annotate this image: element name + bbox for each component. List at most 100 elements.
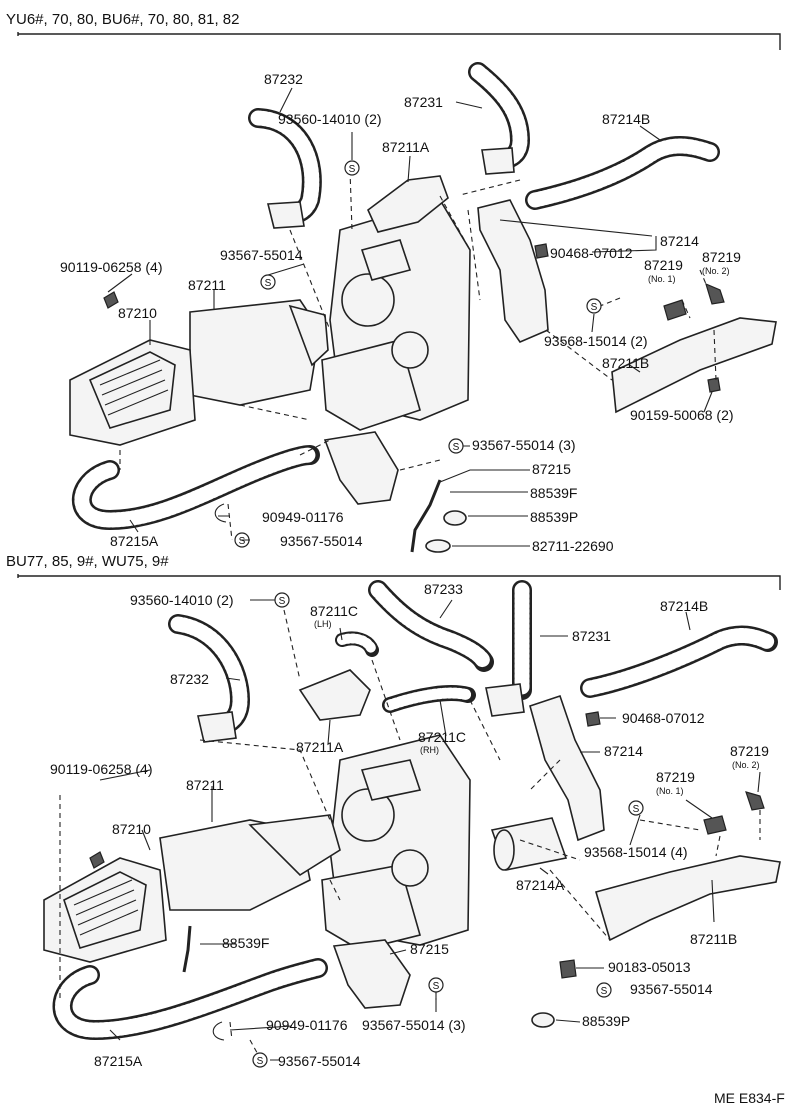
top-symbol-s-1: S: [344, 160, 360, 176]
bottom-symbol-s-1: S: [274, 592, 290, 608]
svg-text:S: S: [453, 442, 460, 453]
bottom-90468-bolt: [585, 711, 601, 727]
top-blower-housing: [321, 199, 471, 431]
top-label-87231: 87231: [404, 94, 443, 110]
bottom-label-87211B: 87211B: [690, 931, 737, 947]
svg-text:S: S: [601, 986, 608, 997]
bottom-symbol-s-5: S: [252, 1052, 268, 1068]
top-label-87219-no2: 87219: [702, 249, 741, 265]
top-label-87211B: 87211B: [602, 355, 649, 371]
top-label-90949: 90949-01176: [262, 509, 344, 525]
bottom-87231-hose: [485, 580, 532, 717]
top-90949-clip: [214, 503, 227, 523]
bottom-87211A-duct: [298, 669, 371, 721]
top-label-90159: 90159-50068 (2): [630, 407, 734, 423]
top-88539P-grommet: [443, 510, 467, 526]
bottom-label-88539F: 88539F: [222, 935, 269, 951]
top-leader-lines: [107, 87, 713, 547]
top-label-87215: 87215: [532, 461, 571, 477]
bottom-label-93567c: 93567-55014: [278, 1053, 361, 1069]
top-label-87232: 87232: [264, 71, 303, 87]
top-87215-duct: [323, 431, 399, 505]
bottom-87233-hose: [368, 580, 494, 672]
top-82711-clip: [425, 539, 451, 553]
bottom-label-87215: 87215: [410, 941, 449, 957]
top-label-87211: 87211: [188, 277, 226, 293]
top-label-87219-no1: 87219: [644, 257, 683, 273]
top-87214B-hose: [525, 136, 720, 210]
footer-drawing-code: ME E834-F: [714, 1090, 785, 1106]
bottom-leader-lines: [99, 599, 761, 1061]
bottom-88539F-pipe: [182, 925, 192, 973]
bottom-blower-housing: [321, 734, 471, 951]
svg-text:S: S: [239, 536, 246, 547]
svg-text:S: S: [257, 1056, 264, 1067]
bottom-90183-clip: [559, 959, 577, 979]
top-87219-no1-bracket: [663, 299, 687, 321]
top-label-87215A: 87215A: [110, 533, 159, 549]
top-label-90468: 90468-07012: [550, 245, 633, 261]
top-87211-case: [189, 299, 329, 406]
bottom-87232-hose: [168, 614, 251, 743]
top-label-82711: 82711-22690: [532, 538, 614, 554]
bottom-label-87211C-lh-note: (LH): [314, 619, 332, 629]
bottom-label-93568: 93568-15014 (4): [584, 844, 688, 860]
top-90468-bolt: [534, 243, 549, 259]
bottom-label-87232: 87232: [170, 671, 209, 687]
bottom-assembly-lines: [59, 609, 761, 1059]
bottom-90949-clip: [212, 1021, 225, 1041]
bottom-label-87219-no1-note: (No. 1): [656, 786, 684, 796]
top-87211B-duct: [611, 317, 777, 414]
top-assembly-lines: [119, 169, 717, 541]
bottom-label-87214: 87214: [604, 743, 643, 759]
bottom-87215A-hose: [52, 958, 328, 1041]
bottom-87219-no1-bracket: [703, 815, 727, 835]
top-label-87210: 87210: [118, 305, 157, 321]
svg-text:S: S: [265, 278, 272, 289]
bottom-symbol-s-4: S: [428, 977, 444, 993]
top-88539F-pipe: [410, 479, 442, 553]
top-label-87219-no1-note: (No. 1): [648, 274, 676, 284]
bottom-90119-bolt: [89, 851, 105, 869]
bottom-label-87211C-rh: 87211C: [418, 729, 466, 745]
top-label-87214: 87214: [660, 233, 699, 249]
top-symbol-s-3: S: [586, 298, 602, 314]
svg-text:S: S: [279, 596, 286, 607]
top-87210-filter: [69, 339, 196, 446]
bottom-label-87211: 87211: [186, 777, 224, 793]
bottom-label-87211C-rh-note: (RH): [420, 745, 439, 755]
top-87231-hose: [468, 62, 531, 175]
bottom-87214B-hose: [580, 625, 778, 698]
top-label-87211A: 87211A: [382, 139, 430, 155]
top-label-93567c: 93567-55014: [280, 533, 363, 549]
bottom-label-93567b: 93567-55014 (3): [362, 1017, 466, 1033]
bottom-label-87211C-lh: 87211C: [310, 603, 358, 619]
top-label-93567a: 93567-55014: [220, 247, 303, 263]
bottom-label-87210: 87210: [112, 821, 151, 837]
bottom-label-90183: 90183-05013: [608, 959, 691, 975]
top-90119-bolt: [103, 291, 119, 309]
top-87232-hose: [248, 108, 322, 229]
svg-text:S: S: [349, 164, 356, 175]
bottom-88539P-grommet: [531, 1012, 555, 1028]
top-label-87219-no2-note: (No. 2): [702, 266, 730, 276]
bottom-label-90949: 90949-01176: [266, 1017, 348, 1033]
svg-text:S: S: [433, 981, 440, 992]
bottom-label-87231: 87231: [572, 628, 611, 644]
top-label-93568: 93568-15014 (2): [544, 333, 648, 349]
bottom-87211-case: [159, 814, 341, 911]
bottom-87215-duct: [332, 939, 411, 1009]
bottom-label-87214A: 87214A: [516, 877, 565, 893]
top-label-87214B: 87214B: [602, 111, 650, 127]
bottom-label-88539P: 88539P: [582, 1013, 630, 1029]
top-symbol-s-4: S: [448, 438, 464, 454]
bottom-label-87233: 87233: [424, 581, 463, 597]
bottom-87210-filter: [43, 857, 167, 963]
top-symbol-s-2: S: [260, 274, 276, 290]
svg-text:S: S: [591, 302, 598, 313]
top-label-93560: 93560-14010 (2): [278, 111, 382, 127]
bottom-87211C-rh-hose: [382, 685, 476, 713]
top-87215A-hose: [71, 445, 320, 531]
bottom-label-87214B: 87214B: [660, 598, 708, 614]
